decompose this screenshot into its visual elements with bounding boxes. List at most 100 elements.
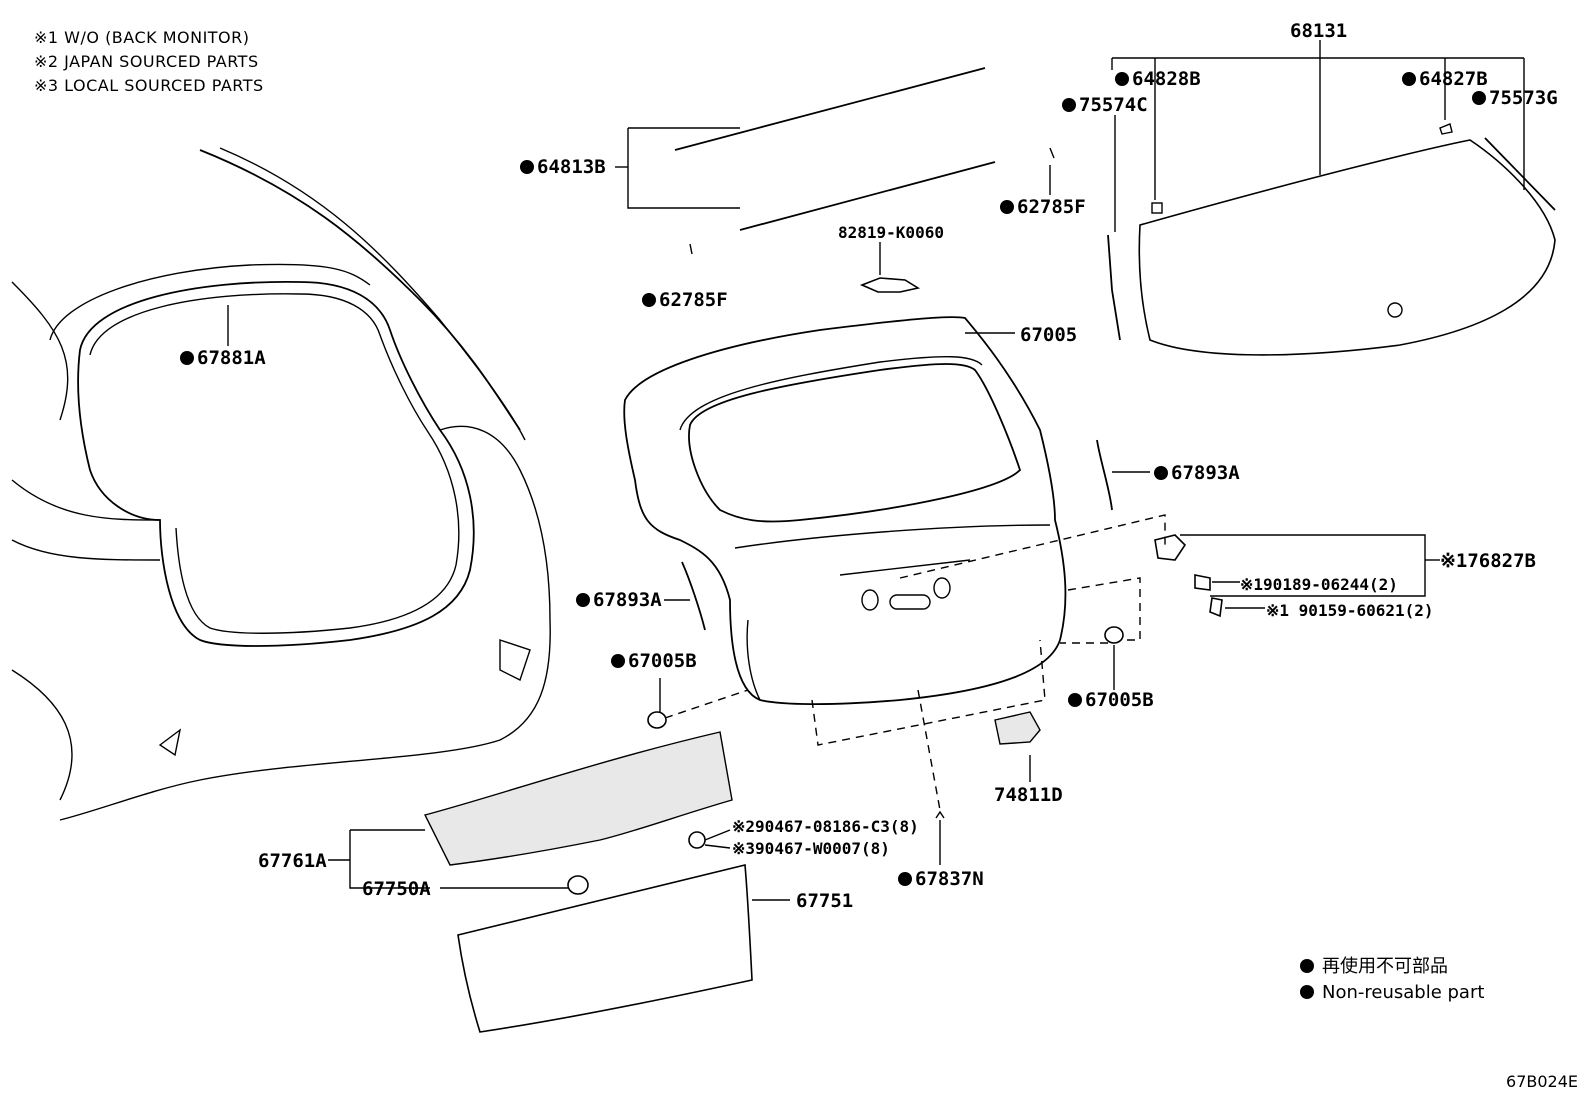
clip-67750A [567,875,589,895]
label-text: 68131 [1290,20,1348,42]
label-text: 62785F [659,289,728,311]
label-75574C: 75574C [1062,94,1148,116]
label-text: 76827B [1467,550,1536,572]
label-67881A: 67881A [180,347,266,369]
label-text: 64828B [1132,68,1201,90]
back-door-panel [623,316,1067,706]
bumper-67005B-right [1104,626,1124,644]
label-64813B: 64813B [520,156,606,178]
non-reusable-dot [898,872,912,886]
label-text: 90467-08186-C3(8) [755,817,919,836]
dashed-guides [664,514,1166,811]
non-reusable-dot [1115,72,1129,86]
label-90467-08186-C3: ※290467-08186-C3(8) [732,816,919,838]
label-67750A: 67750A [362,878,431,900]
camera-bracket-76827B [1154,534,1187,561]
label-68131: 68131 [1290,20,1347,42]
note-ref: ※1 [1240,575,1264,594]
label-64827B: 64827B [1402,68,1488,90]
label-67893A-right: 67893A [1154,462,1240,484]
legend: 再使用不可部品 Non-reusable part [1300,954,1484,1006]
vehicle-body-outline [11,147,551,821]
label-text: 67751 [796,890,854,912]
label-67005: 67005 [1020,324,1077,346]
label-text: 67005B [1085,689,1154,711]
label-76827B: ※176827B [1440,550,1536,572]
note-2: ※2 JAPAN SOURCED PARTS [34,52,259,71]
label-74811D: 74811D [994,784,1063,806]
illustration-code: 67B024E [1506,1072,1578,1091]
legend-row-en: Non-reusable part [1300,980,1484,1006]
trim-panel-67761A [423,731,733,866]
notes-block: ※1 W/O (BACK MONITOR) ※2 JAPAN SOURCED P… [34,26,264,98]
legend-jp-text: 再使用不可部品 [1322,956,1448,977]
non-reusable-dot [1472,91,1486,105]
non-reusable-dot [520,160,534,174]
label-67751: 67751 [796,890,853,912]
note-3: ※3 LOCAL SOURCED PARTS [34,76,264,95]
strip-67893A-right [1096,439,1113,511]
label-text: 82819-K0060 [838,223,944,242]
label-text: 90189-06244(2) [1263,575,1398,594]
label-67837N: 67837N [898,868,984,890]
molding-strips [674,67,1055,255]
label-62785F-top: 62785F [1000,196,1086,218]
label-62785F-left: 62785F [642,289,728,311]
label-67761A: 67761A [258,850,327,872]
board-67751 [457,864,753,1033]
non-reusable-dot [1068,693,1082,707]
note-1: ※1 W/O (BACK MONITOR) [34,28,250,47]
non-reusable-dot [1300,985,1314,999]
strip-67893A-left [681,561,706,631]
label-text: 74811D [994,784,1063,806]
label-64828B: 64828B [1115,68,1201,90]
non-reusable-dot [1300,959,1314,973]
note-ref: ※3 [732,839,756,858]
note-ref: ※2 [732,817,756,836]
screw-90189 [1194,574,1211,591]
label-text: 67761A [258,850,327,872]
label-text: 90159-60621(2) [1298,601,1434,620]
label-text: 62785F [1017,196,1086,218]
label-text: 67005 [1020,324,1078,346]
leader-lines [227,40,1525,901]
note-ref: ※1 [1440,550,1468,572]
label-text: 67893A [1171,462,1240,484]
label-text: 75573G [1489,87,1558,109]
non-reusable-dot [576,593,590,607]
note-ref: ※1 [1266,601,1299,620]
label-text: 67881A [197,347,266,369]
label-text: 67893A [593,589,662,611]
clip-90467 [688,831,706,849]
label-90189-06244: ※190189-06244(2) [1240,574,1398,596]
non-reusable-dot [1000,200,1014,214]
connector-82819 [859,277,921,293]
non-reusable-dot [611,654,625,668]
label-text: 64827B [1419,68,1488,90]
label-text: 64813B [537,156,606,178]
legend-row-jp: 再使用不可部品 [1300,954,1484,980]
non-reusable-dot [1154,466,1168,480]
label-text: 67750A [362,878,431,900]
lamp-74811D [994,711,1041,745]
label-67893A-left: 67893A [576,589,662,611]
label-82819-K0060: 82819-K0060 [838,222,944,244]
label-text: 67005B [628,650,697,672]
screw-90159 [1209,597,1223,618]
label-67005B-left: 67005B [611,650,697,672]
label-75573G: 75573G [1472,87,1558,109]
label-text: 67837N [915,868,984,890]
label-text: 75574C [1079,94,1148,116]
non-reusable-dot [1062,98,1076,112]
bumper-67005B-left [647,711,667,729]
non-reusable-dot [1402,72,1416,86]
non-reusable-dot [180,351,194,365]
label-67005B-right: 67005B [1068,689,1154,711]
label-90159-60621: ※1 90159-60621(2) [1266,600,1434,622]
legend-en-text: Non-reusable part [1322,982,1485,1003]
label-text: 90467-W0007(8) [755,839,890,858]
non-reusable-dot [642,293,656,307]
label-90467-W0007: ※390467-W0007(8) [732,838,890,860]
back-window-glass [1107,123,1556,356]
